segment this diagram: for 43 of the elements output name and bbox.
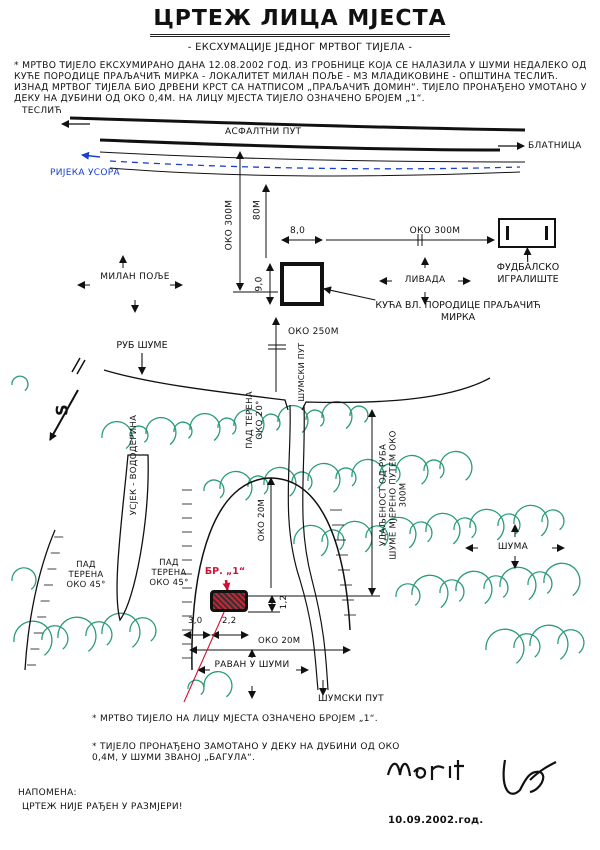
leader-line [524,247,532,262]
map-label: 9,0 [254,275,266,294]
map-label: ОКО 300М [408,226,462,237]
map-label: БЛАТНИЦА [528,141,583,152]
line [184,612,225,702]
place-label: РУБ ШУМЕ [110,340,174,352]
map-label: ШУМСКИ ПУТ [297,342,307,402]
place-label: ФУДБАЛСКО ИГРАЛИШТЕ [478,262,578,286]
note-text: * МРТВО ТИЈЕЛО ЕКСХУМИРАНО ДАНА 12.08.2002 ГОД. ИЗ ГРОБНИЦЕ КОЈА СЕ НАЛАЗИЛА У ШУМИ НЕДАЛЕКО ОД КУЋЕ ПОРОДИЦЕ ПРАЉАЧИЋ МИРКА - ЛОКАЛИТЕТ МИЛАН ПОЉЕ - МЗ МЛАДИКОВИНЕ - ОПШТИНА ТЕСЛИЋ. ИЗНАД МРТВОГ ТИЈЕЛА БИО ДРВЕНИ КРСТ СА НАТПИСОМ „ПРАЉАЧИЋ ДОМИН“. ТИЈЕЛО ПРОНАЂЕНО УМОТАНО У ДЕКУ НА ДУБИНИ ОД ОКО 0,4М. НА ЛИЦУ МЈЕСТА ТИЈЕЛО ОЗНАЧЕНО БРОЈЕМ „1“. [14,60,588,104]
title: ЦРТЕЖ ЛИЦА МЈЕСТА [150,4,450,37]
map-label: АСФАЛТНИ ПУТ [225,127,302,138]
leader-line [138,353,146,375]
map-label: ОКО 300М [224,198,236,252]
house-symbol [280,262,324,306]
map-label: 10.09.2002.год. [388,815,485,827]
map-label: РАВАН У ШУМИ [213,660,291,671]
map-label: ПАД ТЕРЕНА ОКО 45° [148,558,190,589]
map-label: НАПОМЕНА: [18,788,78,799]
map-label: ОКО 20М [258,636,302,646]
leader-line [323,286,376,301]
map-label: ЛИВАДА [404,275,446,286]
football-field-symbol [498,218,556,248]
map-label: ОКО 250М [288,327,340,338]
map-label: ПАД ТЕРЕНА ОКО 45° [65,560,107,591]
map-label: МИЛАН ПОЉЕ [100,272,170,283]
map-label: 80М [252,198,264,222]
place-label: КУЋА ВЛ. ПОРОДИЦЕ ПРАЉАЧИЋ МИРКА [368,300,548,324]
note-text: * МРТВО ТИЈЕЛО НА ЛИЦУ МЈЕСТА ОЗНАЧЕНО БРОЈЕМ „1“. [92,714,379,725]
leader-line [222,580,230,591]
map-label: ШУМСКИ ПУТ [318,694,385,705]
map-label: 2,2 [222,616,238,626]
map-label: 8,0 [290,226,306,237]
map-label: - ЕКСХУМАЦИЈЕ ЈЕДНОГ МРТВОГ ТИЈЕЛА - [186,42,414,54]
map-label: ОКО 20М [256,498,268,544]
map-label: УСЈЕК - ВОДОДЕРИНА [128,414,140,518]
map-label: РИЈЕКА УСОРА [50,168,121,179]
map-label: ЦРТЕЖ НИЈЕ РАЂЕН У РАЗМЈЕРИ! [22,802,184,813]
map-label: УДАЉЕНОСТ ОД РУБА ШУМЕ МЈЕРЕНО ПУТЕМ ОКО 300М [378,430,410,560]
grave-symbol [210,590,248,612]
map-label: ШУМА [496,542,530,553]
note-text: * ТИЈЕЛО ПРОНАЂЕНО ЗАМОТАНО У ДЕКУ НА ДУБИНИ ОД ОКО 0,4М, У ШУМИ ЗВАНОЈ „БАГУЛА“. [92,742,401,764]
map-label: ТЕСЛИЋ [22,106,63,117]
marker-label: БР. „1“ [200,566,250,578]
